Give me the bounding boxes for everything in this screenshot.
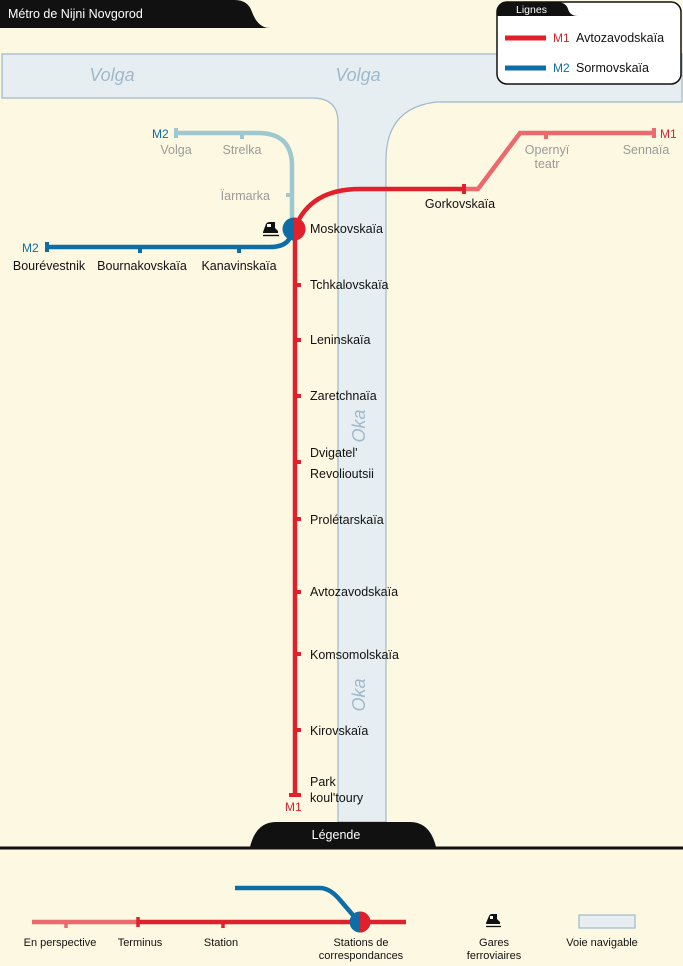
terminus-code-m1-south: M1 [285,800,302,814]
station-label-volga: Volga [160,143,191,157]
lines-box-title: Lignes [516,4,547,16]
terminus-code-m1-east: M1 [660,127,677,141]
legend-samples [32,885,636,933]
legend-label-terminus: Terminus [118,937,163,949]
station-label-tchkalovskaia: Tchkalovskaïa [310,278,389,292]
legend-title: Légende [312,828,361,842]
legend-m2-code: M2 [553,61,570,75]
station-label-dvigatel-2: Revolioutsii [310,467,374,481]
line-m1-perspective [464,130,654,192]
terminus-code-m2-north: M2 [152,127,169,141]
station-label-sennaia: Sennaïa [623,143,670,157]
legend-label-interchange-2: correspondances [319,950,404,962]
train-icon [263,222,279,237]
lines-legend-box: Lignes M1 Avtozavodskaïa M2 Sormovskaïa [496,1,682,85]
station-label-park-2: koul'toury [310,791,364,805]
station-label-gorkovskaia: Gorkovskaïa [425,197,495,211]
station-label-komsomolskaia: Komsomolskaïa [310,648,399,662]
title-tab [0,0,270,28]
station-label-strelka: Strelka [223,143,262,157]
station-label-avtozavodskaia: Avtozavodskaïa [310,585,398,599]
legend-label-perspective: En perspective [24,937,97,949]
terminus-code-m2-west: M2 [22,241,39,255]
station-label-kanavinskaia: Kanavinskaïa [201,259,276,273]
river-volga-oka [1,53,683,823]
station-label-dvigatel-1: Dvigatel' [310,446,358,460]
legend-m1-code: M1 [553,31,570,45]
legend-label-rail-2: ferroviaires [467,950,522,962]
legend-title-tab [250,822,436,847]
station-label-bournakovskaia: Bournakovskaïa [97,259,187,273]
station-label-moskovskaia: Moskovskaïa [310,222,383,236]
station-label-park-1: Park [310,775,336,789]
legend-label-waterway: Voie navigable [566,937,638,949]
river-label-oka-upper: Oka [349,409,369,442]
station-label-opernyi-2: teatr [534,157,559,171]
station-label-zaretchnaia: Zaretchnaïa [310,389,377,403]
legend-label-station: Station [204,937,238,949]
station-label-iarmarka: Ïarmarka [221,189,270,203]
station-label-opernyi-1: Opernyï [525,143,570,157]
station-label-leninskaia: Leninskaïa [310,333,371,347]
page-title: Métro de Nijni Novgorod [8,7,143,21]
river-label-volga-left: Volga [89,65,134,85]
river-label-volga-center: Volga [335,65,380,85]
station-label-kirovskaia: Kirovskaïa [310,724,368,738]
legend-m2-name: Sormovskaïa [576,61,649,75]
station-label-proletarskaia: Prolétarskaïa [310,513,384,527]
legend-label-rail-1: Gares [479,937,509,949]
legend-m1-name: Avtozavodskaïa [576,31,664,45]
line-m2-perspective [176,130,295,228]
legend-label-interchange-1: Stations de [333,937,388,949]
station-label-bourevestnik: Bourévestnik [13,259,86,273]
river-label-oka-lower: Oka [349,678,369,711]
interchange-icon [282,217,306,241]
